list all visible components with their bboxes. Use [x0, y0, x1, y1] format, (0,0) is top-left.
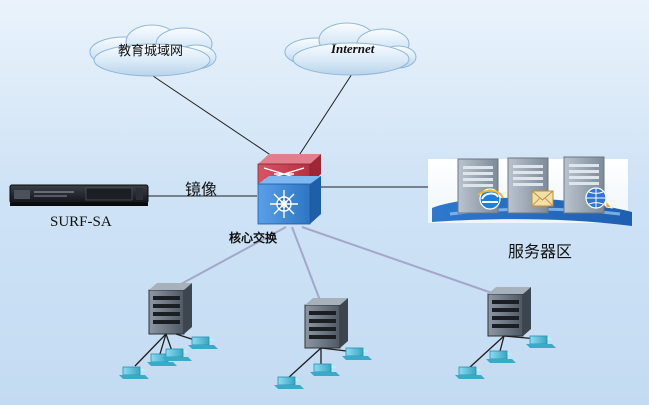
- core-switch-label: 核心交换: [229, 231, 278, 245]
- access-rack-middle: [286, 298, 356, 380]
- edu-network-cloud: [89, 24, 217, 77]
- edu-network-label: 教育城域网: [118, 44, 184, 59]
- pc-middle-3: [342, 347, 372, 360]
- pc-left-1: [119, 366, 149, 379]
- connection-lines: [148, 73, 493, 304]
- browser-icon: [477, 188, 504, 210]
- surf-sa-device: [9, 184, 149, 206]
- server-zone: [428, 156, 632, 226]
- internet-link: [295, 73, 353, 161]
- internet-label: Internet: [331, 41, 375, 56]
- pc-middle-1: [274, 376, 304, 389]
- server-zone-label: 服务器区: [508, 242, 573, 261]
- pc-right-2: [486, 350, 516, 363]
- workstation-icons: [119, 335, 556, 389]
- internet-cloud: [284, 22, 417, 76]
- core-switch: [257, 154, 321, 225]
- access-link-middle: [291, 226, 322, 304]
- globe-icon: [585, 187, 614, 209]
- surf-sa-label: SURF-SA: [50, 214, 112, 230]
- mirror-label: 镜像: [185, 180, 218, 199]
- pc-left-4: [188, 336, 218, 349]
- edu-network-link: [149, 73, 279, 161]
- access-rack-right: [468, 287, 539, 369]
- access-link-right: [301, 226, 493, 294]
- pc-right-3: [526, 335, 556, 348]
- pc-middle-2: [310, 363, 340, 376]
- pc-right-1: [455, 366, 485, 379]
- server-1: [457, 158, 499, 214]
- pc-left-3: [162, 348, 192, 361]
- access-link-left: [169, 226, 287, 291]
- mail-icon: [531, 190, 554, 207]
